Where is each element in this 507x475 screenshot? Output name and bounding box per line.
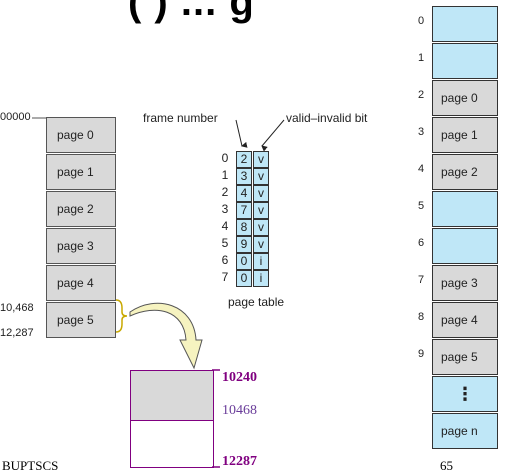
row-index: 7: [221, 270, 229, 284]
frame-cell: 8: [236, 219, 252, 236]
bit-cell: i: [253, 253, 269, 270]
frame-8: page 4: [432, 302, 498, 338]
logical-page-4: page 4: [46, 265, 116, 301]
row-index: 1: [221, 168, 229, 182]
row-index: 0: [221, 151, 229, 165]
frame-n: page n: [432, 413, 498, 449]
bit-arrow: [261, 119, 285, 152]
row-index: 5: [221, 236, 229, 250]
frame-index: 9: [417, 348, 425, 360]
detail-addr-12287: 12287: [222, 454, 257, 469]
bit-cell: v: [253, 151, 269, 168]
address-tick: [32, 117, 46, 119]
page5-zoom-connector: [116, 299, 203, 370]
address-10468: 10,468: [0, 302, 34, 314]
row-index: 2: [221, 185, 229, 199]
frame-2: page 0: [432, 80, 498, 116]
frame-index: 6: [417, 237, 425, 249]
frame-cell: 0: [236, 270, 252, 287]
slide-title-fragment: ( ) ... g: [128, 0, 255, 24]
address-end: 12,287: [0, 327, 34, 339]
frame-index: 7: [417, 274, 425, 286]
frame-number-label: frame number: [143, 111, 218, 125]
frame-ellipsis: ⋮: [432, 376, 498, 412]
page-number: 65: [440, 458, 453, 473]
frame-4: page 2: [432, 154, 498, 190]
frame-cell: 4: [236, 185, 252, 202]
bit-cell: v: [253, 168, 269, 185]
frame-index: 0: [417, 15, 425, 27]
address-start: 00000: [0, 111, 31, 123]
frame-cell: 0: [236, 253, 252, 270]
footer-left: BUPTSCS: [2, 458, 59, 473]
logical-page-1: page 1: [46, 154, 116, 190]
row-index: 4: [221, 219, 229, 233]
frame-6: [432, 228, 498, 264]
row-index: 3: [221, 202, 229, 216]
frame-index: 3: [417, 126, 425, 138]
row-index: 6: [221, 253, 229, 267]
bit-cell: v: [253, 202, 269, 219]
frame-5: [432, 191, 498, 227]
brace-icon: [116, 299, 128, 333]
frame-cell: 9: [236, 236, 252, 253]
frame-arrow: [235, 119, 248, 148]
bit-cell: i: [253, 270, 269, 287]
header-arrows: [235, 119, 285, 152]
logical-page-2: page 2: [46, 191, 116, 227]
frame-cell: 7: [236, 202, 252, 219]
frame-9: page 5: [432, 339, 498, 375]
detail-ticks: [212, 369, 220, 468]
frame-index: 8: [417, 311, 425, 323]
bit-cell: v: [253, 185, 269, 202]
logical-page-3: page 3: [46, 228, 116, 264]
logical-page-5: page 5: [46, 302, 116, 338]
frame-index: 5: [417, 200, 425, 212]
detail-addr-10240: 10240: [222, 370, 257, 385]
frame-cell: 3: [236, 168, 252, 185]
curved-arrow-icon: [129, 302, 203, 370]
valid-invalid-bit-label: valid–invalid bit: [286, 111, 368, 125]
bit-cell: v: [253, 219, 269, 236]
logical-page-0: page 0: [46, 117, 116, 153]
frame-3: page 1: [432, 117, 498, 153]
frame-index: 2: [417, 89, 425, 101]
detail-addr-10468: 10468: [222, 403, 257, 418]
frame-0: [432, 6, 498, 42]
detail-used-region: [130, 370, 214, 420]
detail-free-region: [130, 420, 214, 468]
frame-1: [432, 43, 498, 79]
frame-7: page 3: [432, 265, 498, 301]
frame-cell: 2: [236, 151, 252, 168]
frame-index: 4: [417, 163, 425, 175]
frame-index: 1: [417, 52, 425, 64]
page-table-caption: page table: [228, 295, 285, 309]
bit-cell: v: [253, 236, 269, 253]
